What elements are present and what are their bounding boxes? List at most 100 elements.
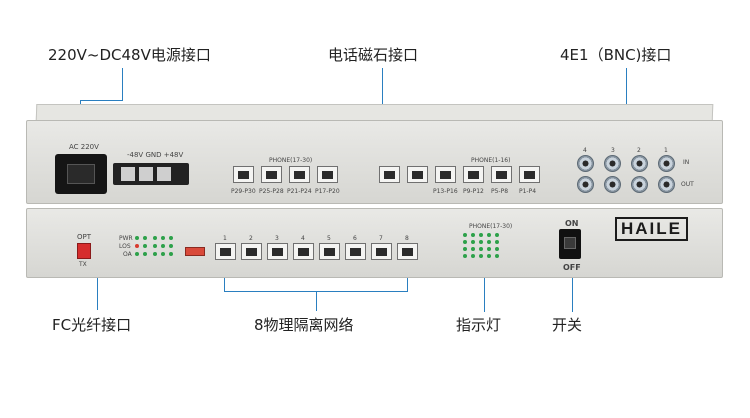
eth-number: 1: [223, 235, 227, 242]
phone-port-label: P9-P12: [463, 188, 484, 195]
brand-logo: HAILE: [615, 217, 688, 241]
indicator-led: [487, 233, 491, 237]
phone-port-p17-p20[interactable]: [317, 166, 338, 183]
eth-number: 2: [249, 235, 253, 242]
dc-terminal-screw: [139, 167, 153, 181]
phone-port-p25-p28[interactable]: [261, 166, 282, 183]
ethernet-port-6[interactable]: [345, 243, 366, 260]
bnc-out-1[interactable]: [658, 176, 675, 193]
phone-port-label: P13-P16: [433, 188, 458, 195]
eth-number: 4: [301, 235, 305, 242]
indicator-led: [479, 233, 483, 237]
phone-port-label: P17-P20: [315, 188, 340, 195]
bnc-number: 4: [583, 147, 587, 154]
ethernet-port-8[interactable]: [397, 243, 418, 260]
indicator-led: [487, 247, 491, 251]
phone-port-spare[interactable]: [379, 166, 400, 183]
phone-port-p1-p4[interactable]: [519, 166, 540, 183]
fc-fiber-connector[interactable]: [77, 243, 91, 259]
switch-off-label: OFF: [563, 263, 581, 272]
dc-terminal-screw: [121, 167, 135, 181]
indicator-led: [463, 254, 467, 258]
bnc-in-label: IN: [683, 159, 690, 166]
opt-label: OPT: [77, 233, 92, 241]
power-rocker-switch[interactable]: [559, 229, 581, 259]
ac-label: AC 220V: [69, 143, 99, 151]
led-link: [169, 244, 173, 248]
bnc-in-1[interactable]: [658, 155, 675, 172]
ethernet-port-5[interactable]: [319, 243, 340, 260]
dc-terminal-block[interactable]: [113, 163, 189, 185]
dc-label: -48V GND +48V: [127, 151, 184, 159]
led-link: [161, 244, 165, 248]
led-link: [161, 252, 165, 256]
indicator-led: [479, 247, 483, 251]
bnc-leader-vertical: [626, 68, 627, 114]
ac-power-inlet[interactable]: [55, 154, 107, 194]
dip-switch[interactable]: [185, 247, 205, 256]
led-los: [143, 244, 147, 248]
ethernet-port-1[interactable]: [215, 243, 236, 260]
indicator-led: [463, 233, 467, 237]
fc-leader-vertical: [97, 264, 98, 310]
led-oa: [143, 252, 147, 256]
ethernet-port-7[interactable]: [371, 243, 392, 260]
bnc-out-2[interactable]: [631, 176, 648, 193]
phone-port-p5-p8[interactable]: [491, 166, 512, 183]
ac-socket-face: [67, 164, 95, 184]
phone-port-label: P21-P24: [287, 188, 312, 195]
indicator-led: [495, 254, 499, 258]
phone-leader-vertical: [382, 68, 383, 134]
e1-bnc-port-callout: 4E1（BNC)接口: [560, 46, 672, 64]
phone-port-p9-p12[interactable]: [463, 166, 484, 183]
phone-port-p13-p16[interactable]: [435, 166, 456, 183]
bnc-out-3[interactable]: [604, 176, 621, 193]
status-label-los: LOS: [119, 243, 131, 250]
phone-port-label: P1-P4: [519, 188, 537, 195]
phone-group-a-title: PHONE(17-30): [269, 157, 313, 164]
fc-fiber-port-callout: FC光纤接口: [52, 316, 132, 334]
phone-port-p21-p24[interactable]: [289, 166, 310, 183]
indicator-led: [463, 247, 467, 251]
led-pwr: [143, 236, 147, 240]
indicator-led: [479, 254, 483, 258]
indicator-led: [487, 254, 491, 258]
bnc-in-4[interactable]: [577, 155, 594, 172]
power-port-callout: 220V~DC48V电源接口: [48, 46, 211, 64]
led-link: [153, 252, 157, 256]
led-link: [153, 236, 157, 240]
power-switch-callout: 开关: [552, 316, 583, 334]
led-link: [161, 236, 165, 240]
ethernet-port-2[interactable]: [241, 243, 262, 260]
ethernet-port-3[interactable]: [267, 243, 288, 260]
indicator-led: [471, 233, 475, 237]
eth-number: 5: [327, 235, 331, 242]
eth-number: 7: [379, 235, 383, 242]
status-label-oa: OA: [123, 251, 132, 258]
indicator-led: [479, 240, 483, 244]
switch-on-label: ON: [565, 219, 579, 228]
bnc-number: 2: [637, 147, 641, 154]
phone-port-spare[interactable]: [407, 166, 428, 183]
switch-leader-vertical: [572, 272, 573, 312]
dc-terminal-screw: [157, 167, 171, 181]
ethernet-8-port-callout: 8物理隔离网络: [254, 316, 354, 334]
bnc-in-2[interactable]: [631, 155, 648, 172]
indicator-led: [495, 240, 499, 244]
indicator-led: [495, 247, 499, 251]
magneto-phone-port-callout: 电话磁石接口: [328, 46, 419, 64]
phone-port-label: P25-P28: [259, 188, 284, 195]
front-chassis: OPT TX PWR LOS OA 1 2 3 4 5 6 7 8 PHONE(…: [26, 208, 723, 278]
led-link: [169, 236, 173, 240]
phone-group-b-title: PHONE(1-16): [471, 157, 511, 164]
rear-chassis: AC 220V -48V GND +48V PHONE(17-30) P29-P…: [26, 120, 723, 204]
indicator-led: [471, 247, 475, 251]
bnc-out-4[interactable]: [577, 176, 594, 193]
eth-leader-vertical: [316, 291, 317, 311]
indicator-leader-vertical: [484, 262, 485, 312]
power-leader-horizontal: [80, 100, 123, 101]
ethernet-port-4[interactable]: [293, 243, 314, 260]
tx-label: TX: [79, 261, 87, 268]
bnc-in-3[interactable]: [604, 155, 621, 172]
phone-port-p29-p30[interactable]: [233, 166, 254, 183]
